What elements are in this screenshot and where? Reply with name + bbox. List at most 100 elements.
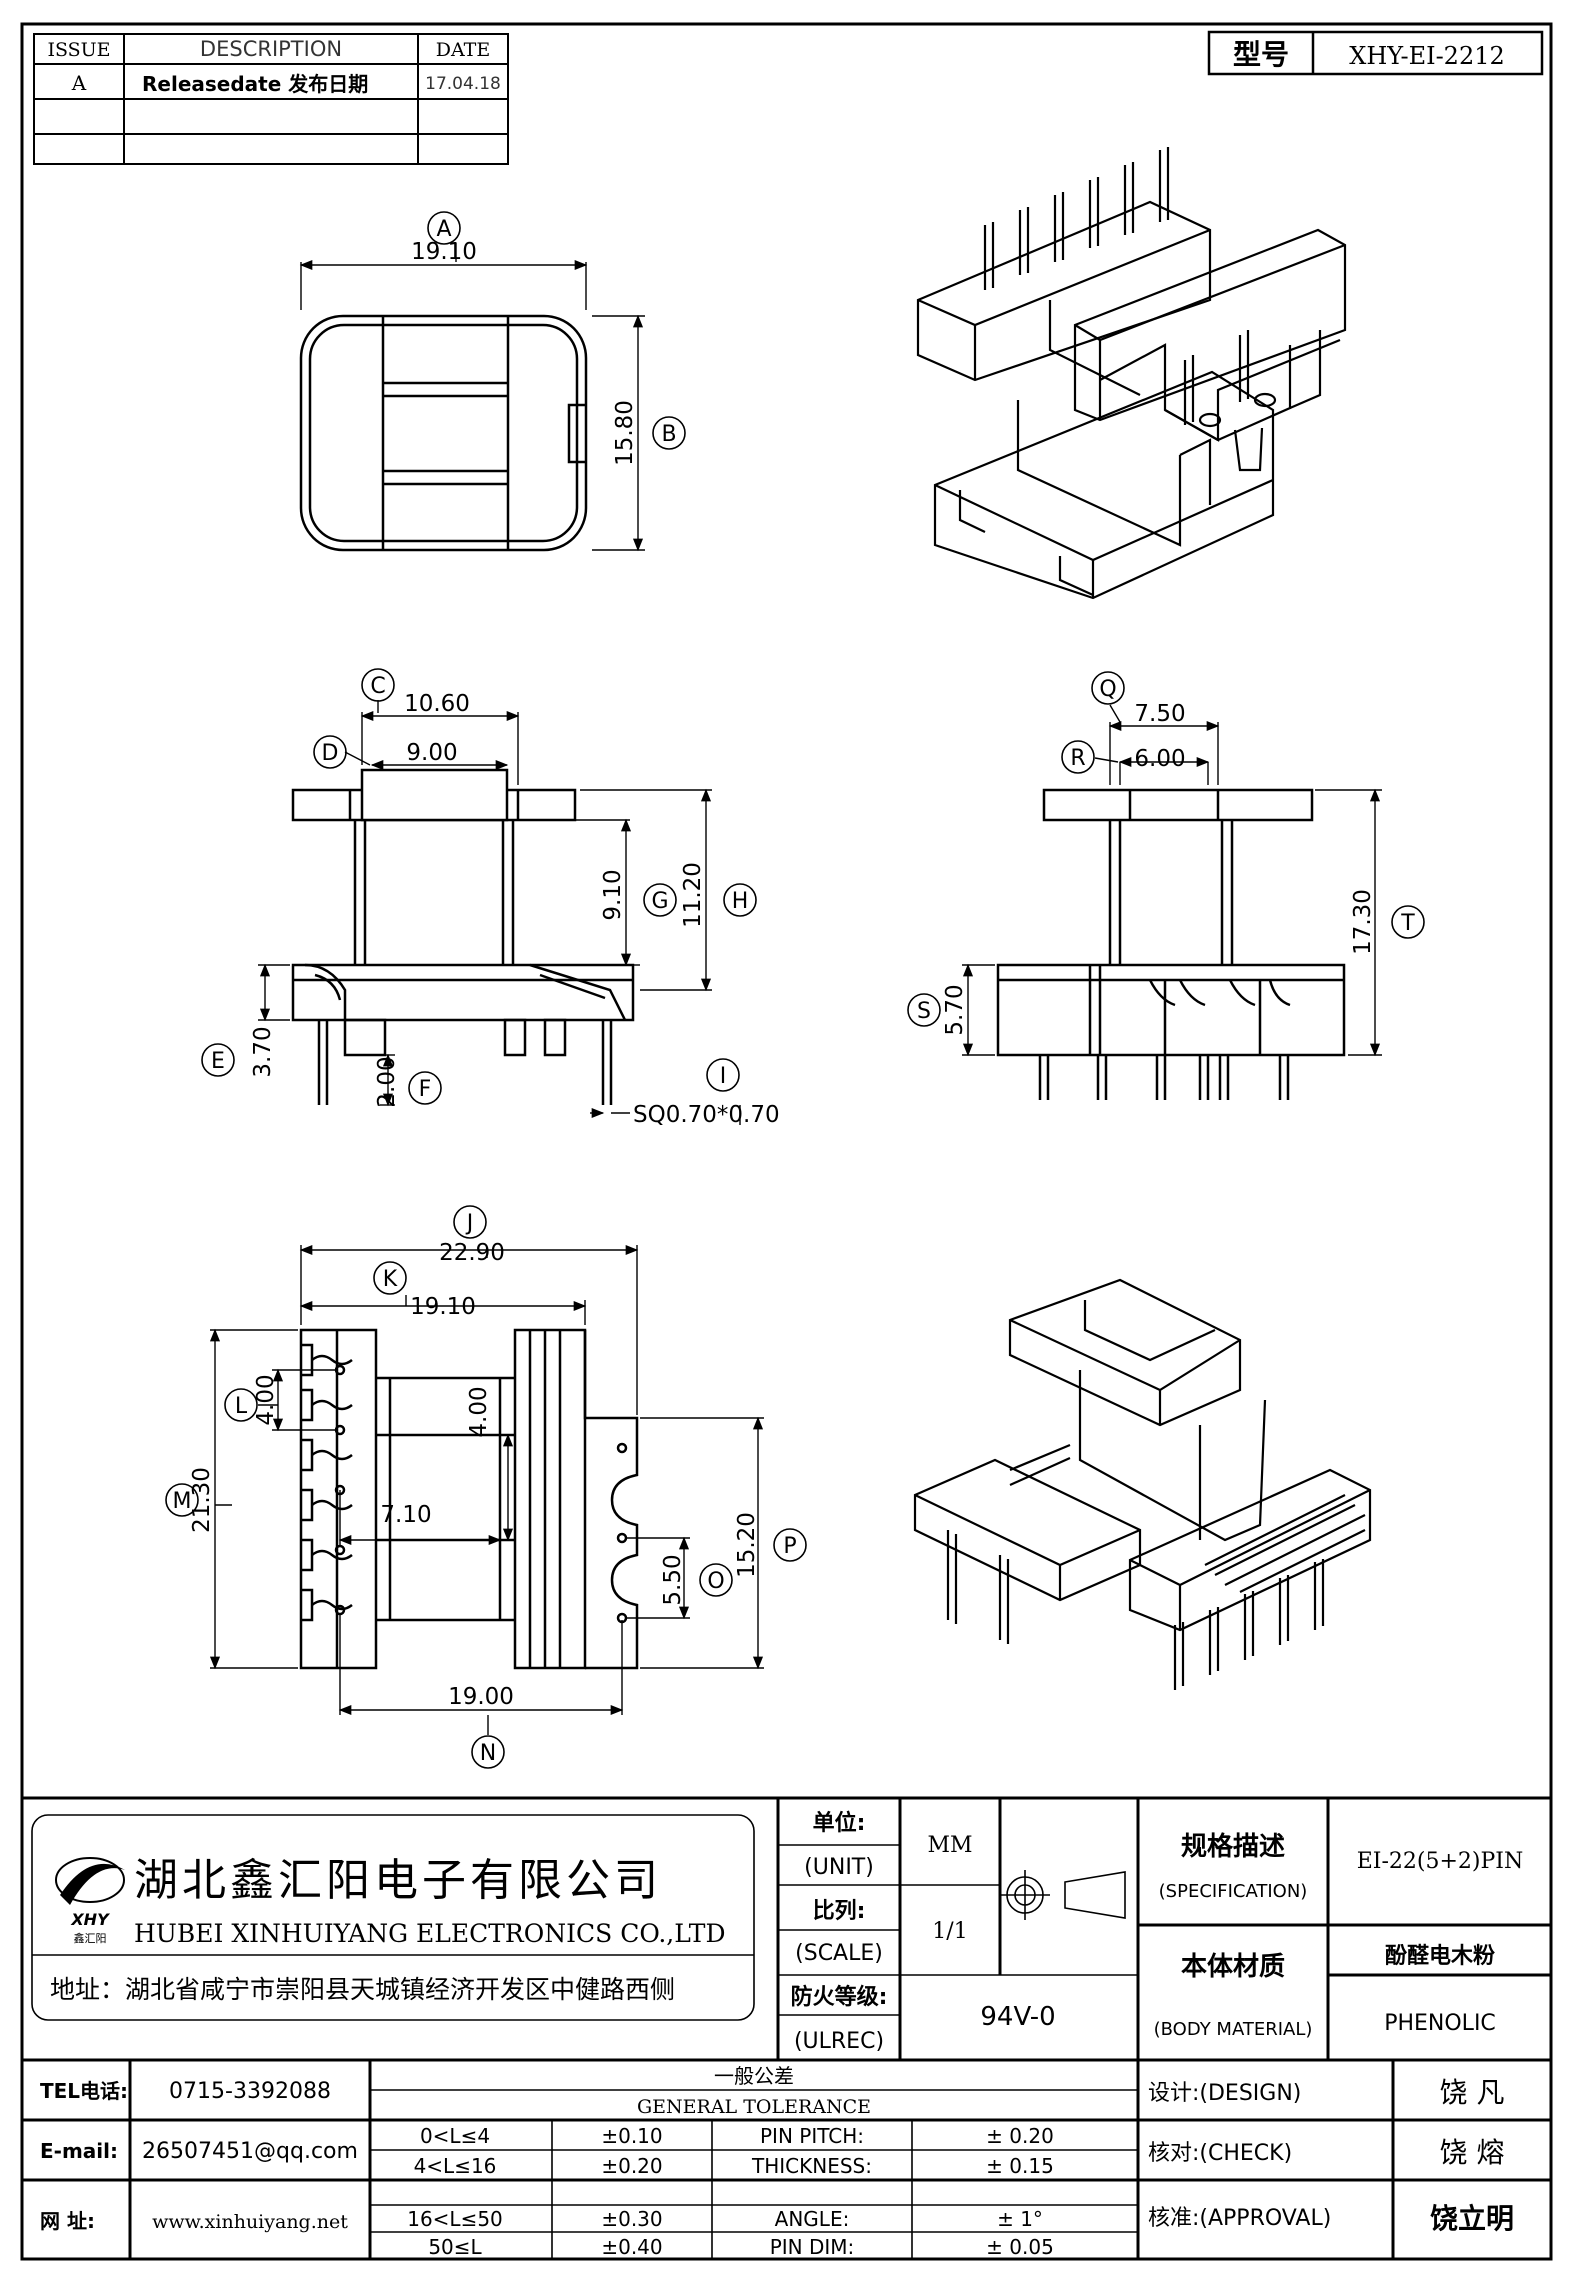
tel-value: 0715-3392088	[169, 2079, 331, 2104]
scale-en: (SCALE)	[795, 1941, 883, 1966]
rev-row-date: 17.04.18	[425, 74, 501, 94]
dim-k-value: 19.10	[410, 1294, 476, 1320]
tol-other-value-4: ± 0.05	[986, 2235, 1054, 2259]
tel-label: TEL电话:	[40, 2079, 128, 2103]
company-name-en: HUBEI XINHUIYANG ELECTRONICS CO.,LTD	[134, 1919, 726, 1948]
dim-seven-value: 7.10	[380, 1502, 431, 1528]
spec-value: EI-22(5+2)PIN	[1357, 1849, 1524, 1874]
check-label: 核对:(CHECK)	[1148, 2141, 1292, 2166]
callout-l: L	[235, 1394, 248, 1419]
spec-label: 规格描述	[1181, 1831, 1285, 1862]
material-label: 本体材质	[1181, 1952, 1285, 1982]
tol-other-name-3: ANGLE:	[775, 2207, 850, 2231]
dim-t-value: 17.30	[1350, 889, 1376, 955]
sheet-border	[20, 22, 1553, 2261]
dim-g-value: 9.10	[600, 869, 626, 920]
tol-range-3: 16<L≤50	[407, 2207, 503, 2231]
tol-other-name-4: PIN DIM:	[770, 2235, 855, 2259]
dim-o-value: 5.50	[660, 1554, 686, 1605]
top-view	[299, 314, 588, 552]
scale-value: 1/1	[932, 1919, 967, 1944]
dim-s-value: 5.70	[942, 984, 968, 1035]
dim-i-value: SQ0.70*0.70	[633, 1102, 780, 1128]
web-value: www.xinhuiyang.net	[152, 2211, 348, 2233]
tol-value-4: ±0.40	[601, 2235, 662, 2259]
unit-value: MM	[927, 1833, 972, 1858]
company-logo: XHY 鑫汇阳	[55, 1857, 125, 1945]
logo-sub: 鑫汇阳	[74, 1931, 107, 1945]
material-en: (BODY MATERIAL)	[1154, 2019, 1313, 2040]
dim-r-value: 6.00	[1134, 746, 1185, 772]
tol-other-value-2: ± 0.15	[986, 2154, 1054, 2178]
fire-value: 94V-0	[980, 2002, 1055, 2032]
logo-text: XHY	[70, 1910, 110, 1929]
dim-m-value: 21.30	[189, 1467, 215, 1533]
material-value-cn: 酚醛电木粉	[1385, 1944, 1495, 1969]
callout-k: K	[383, 1267, 398, 1292]
tol-value-1: ±0.10	[601, 2124, 662, 2148]
dim-n-value: 19.00	[448, 1684, 514, 1710]
dim-b-value: 15.80	[612, 400, 638, 466]
iso-view-top	[916, 147, 1347, 600]
callout-e: E	[211, 1049, 225, 1074]
tolerance-title-cn: 一般公差	[714, 2064, 794, 2088]
model-value: XHY-EI-2212	[1349, 42, 1505, 70]
callout-n: N	[480, 1741, 496, 1766]
rev-header-date: DATE	[436, 39, 490, 61]
iso-view-bottom	[913, 1278, 1372, 1690]
tol-range-1: 0<L≤4	[420, 2124, 490, 2148]
callout-p: P	[783, 1534, 796, 1559]
callout-q: Q	[1099, 677, 1116, 702]
callout-d: D	[322, 741, 339, 766]
rev-header-description: DESCRIPTION	[200, 37, 342, 61]
callout-a: A	[436, 217, 451, 242]
check-name: 饶 熔	[1440, 2136, 1505, 2169]
rev-header-issue: ISSUE	[47, 39, 110, 61]
dim-d-value: 9.00	[406, 740, 457, 766]
tol-other-name-1: PIN PITCH:	[760, 2124, 864, 2148]
dim-a-value: 19.10	[411, 239, 477, 265]
callout-j: J	[465, 1211, 474, 1236]
tol-other-value-1: ± 0.20	[986, 2124, 1054, 2148]
callout-c: C	[370, 674, 385, 699]
callout-r: R	[1070, 746, 1085, 771]
side-view	[996, 788, 1346, 1100]
tol-range-2: 4<L≤16	[414, 2154, 497, 2178]
approve-label: 核准:(APPROVAL)	[1148, 2206, 1331, 2231]
tolerance-title-en: GENERAL TOLERANCE	[637, 2096, 871, 2118]
web-label: 网 址:	[40, 2209, 95, 2233]
callout-f: F	[419, 1077, 432, 1102]
unit-label: 单位:	[813, 1810, 866, 1836]
tol-other-value-3: ± 1°	[997, 2207, 1043, 2231]
dim-c-value: 10.60	[404, 691, 470, 717]
email-value: 26507451@qq.com	[142, 2139, 358, 2164]
dim-center-value: 4.00	[466, 1386, 492, 1437]
spec-en: (SPECIFICATION)	[1159, 1881, 1308, 1902]
dim-e-value: 3.70	[250, 1026, 276, 1077]
tol-other-name-2: THICKNESS:	[751, 2154, 872, 2178]
callout-s: S	[917, 999, 931, 1024]
callout-m: M	[173, 1489, 192, 1514]
callout-h: H	[732, 889, 749, 914]
callout-t: T	[1400, 911, 1415, 936]
dim-f-value: 2.00	[374, 1056, 400, 1107]
dim-q-value: 7.50	[1134, 701, 1185, 727]
scale-label: 比列:	[813, 1899, 866, 1924]
revision-table	[33, 33, 509, 165]
dim-p-value: 15.20	[734, 1512, 760, 1578]
callout-o: O	[707, 1569, 724, 1594]
rev-row-description: Releasedate 发布日期	[142, 72, 368, 96]
fire-en: (ULREC)	[794, 2029, 884, 2054]
design-name: 饶 凡	[1440, 2076, 1505, 2109]
company-address: 地址：湖北省咸宁市崇阳县天城镇经济开发区中健路西侧	[50, 1975, 675, 2004]
design-label: 设计:(DESIGN)	[1148, 2081, 1301, 2106]
approve-name: 饶立明	[1430, 2202, 1514, 2235]
model-label: 型号	[1233, 38, 1289, 71]
tol-range-4: 50≤L	[428, 2235, 482, 2259]
tol-value-3: ±0.30	[601, 2207, 662, 2231]
rev-row-issue: A	[71, 71, 87, 95]
model-box	[1207, 30, 1544, 76]
front-view	[291, 768, 635, 1105]
callout-i: I	[720, 1064, 727, 1089]
